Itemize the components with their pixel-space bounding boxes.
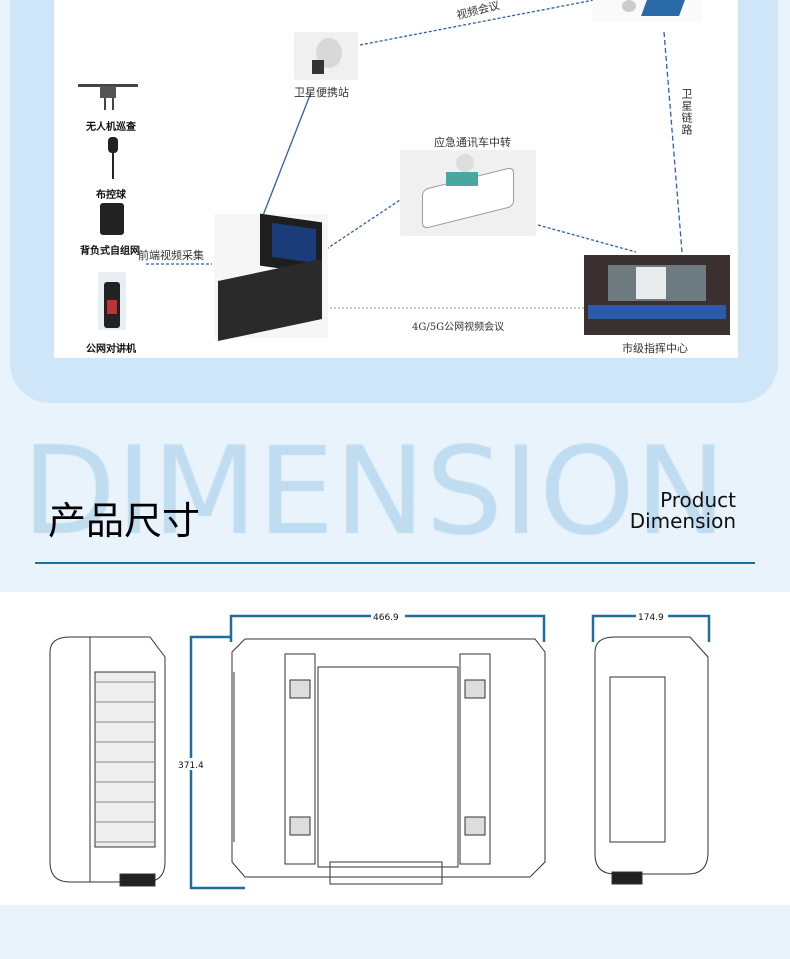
walkie-talkie-image	[98, 272, 126, 330]
dimension-svg: 466.9 174.9 371.4	[49, 611, 711, 890]
command-center-image	[584, 255, 730, 335]
label-command-center: 市级指挥中心	[622, 342, 688, 355]
label-satellite-link: 卫星链路	[680, 88, 693, 136]
satellite-station-image	[294, 32, 358, 80]
label-backpack: 背负式自组网	[80, 246, 140, 257]
side-view-right	[594, 636, 709, 885]
satellite-image	[592, 0, 702, 22]
link-case-station	[261, 94, 311, 219]
side-view-left	[49, 636, 166, 887]
label-public-conference: 4G/5G公网视频会议	[412, 322, 505, 333]
section-divider	[35, 562, 755, 564]
height-dimension: 371.4	[178, 761, 204, 771]
label-vehicle: 应急通讯车中转	[434, 136, 511, 149]
width-dimension: 466.9	[373, 613, 399, 623]
label-dome-camera: 布控球	[96, 190, 126, 201]
link-vehicle-center	[537, 224, 637, 253]
label-walkie-talkie: 公网对讲机	[86, 344, 136, 355]
label-frontend: 前端视频采集	[138, 249, 204, 262]
depth-dimension: 174.9	[638, 613, 664, 623]
section-title-cn: 产品尺寸	[48, 499, 201, 543]
dome-camera-image	[104, 137, 122, 181]
dimension-drawings: 466.9 174.9 371.4	[0, 592, 790, 905]
link-case-vehicle	[321, 199, 401, 253]
backpack-image	[100, 203, 124, 235]
title-en-line1: Product	[660, 488, 736, 512]
title-en-line2: Dimension	[629, 509, 736, 533]
section-watermark	[0, 430, 790, 570]
network-diagram: 视频会议 卫星便携站 卫星链路 无人机巡查 布控球 背负式自组网 前端视频采集 …	[54, 0, 738, 358]
portable-case-image	[214, 213, 328, 342]
footer-band	[0, 905, 790, 959]
section-title-en: Product Dimension	[630, 490, 736, 532]
front-view	[231, 638, 546, 885]
dimension-lines	[189, 614, 711, 890]
emergency-vehicle-image	[400, 150, 536, 236]
label-satellite-station: 卫星便携站	[294, 86, 349, 99]
label-drone: 无人机巡查	[86, 122, 136, 133]
link-satellite-center	[663, 31, 683, 253]
connection-lines	[146, 0, 683, 309]
drone-image	[74, 76, 142, 110]
